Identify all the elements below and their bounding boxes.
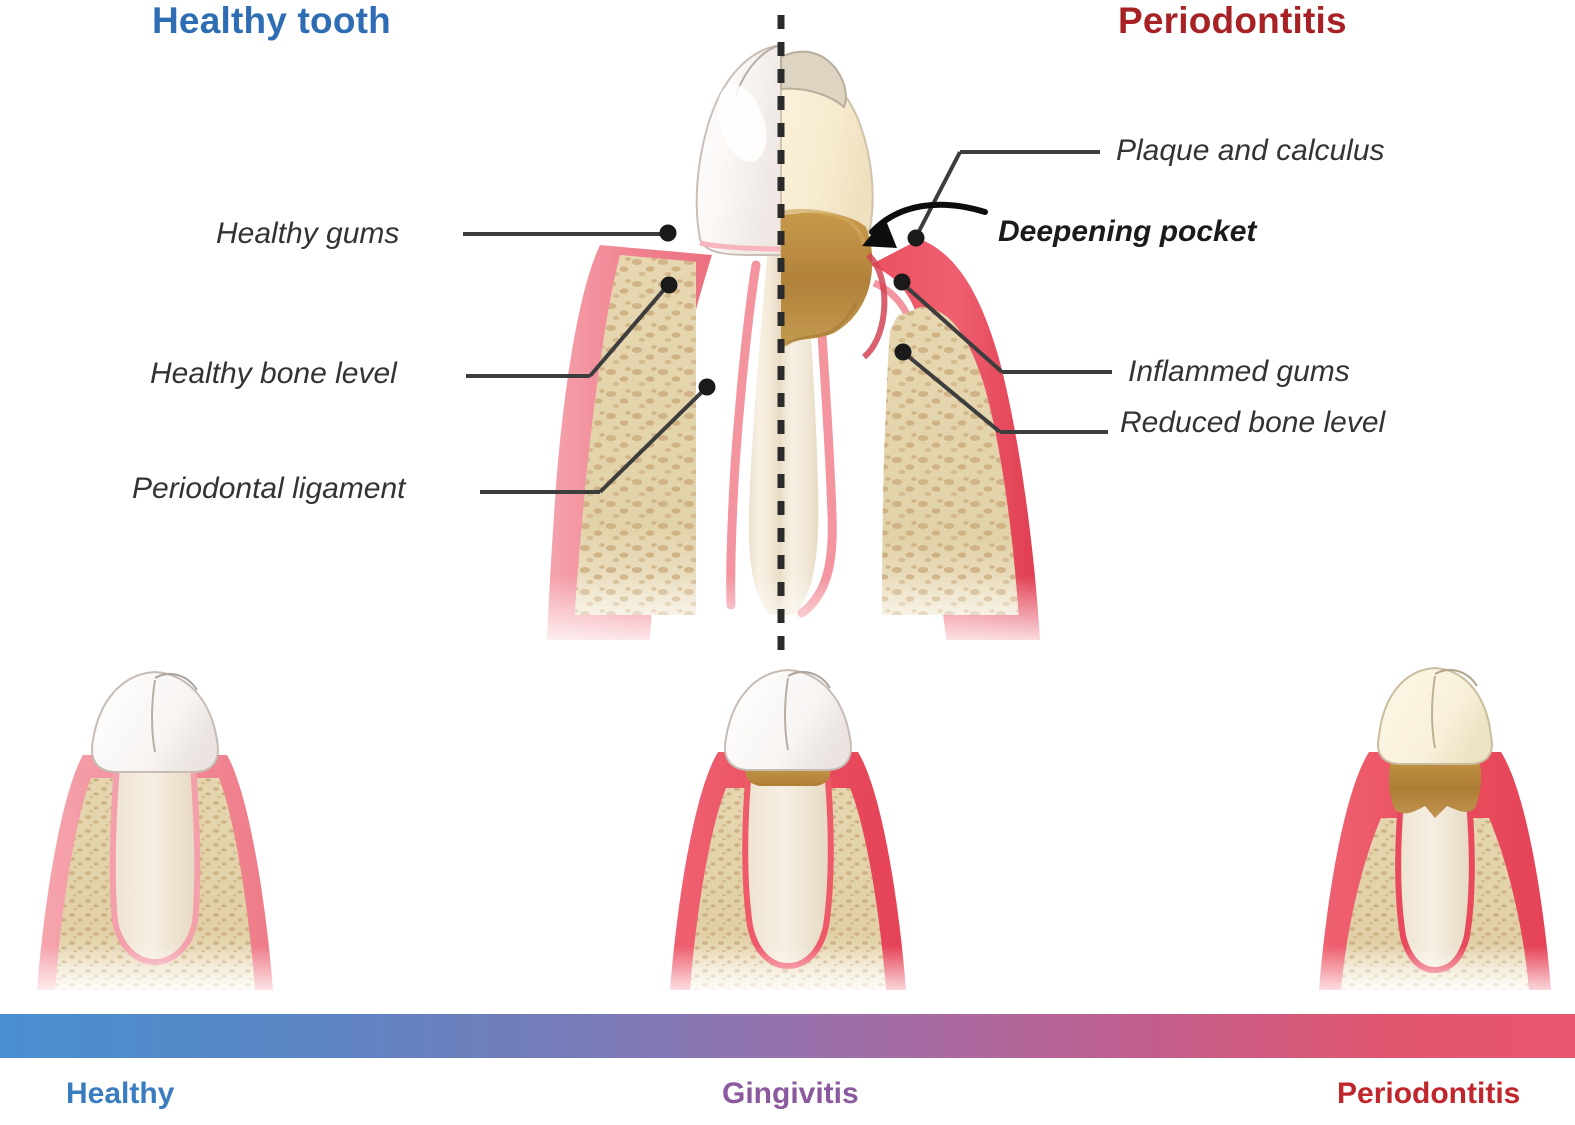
crown-cusp-diseased (780, 50, 847, 109)
periodontal-ligament (726, 260, 761, 610)
bone-fade-small (15, 946, 295, 1002)
crown-gingivitis-small (724, 668, 852, 771)
callout-reduced-bone-level: Reduced bone level (1120, 406, 1386, 439)
periodontitis-half-group (780, 50, 1040, 640)
main-tooth-cross-section (490, 15, 1070, 655)
plaque-edge (785, 302, 858, 347)
crown-fissure-periodontitis (1431, 675, 1436, 749)
enamel-highlight-left (717, 84, 767, 162)
disease-progression-gradient-bar (0, 1014, 1575, 1058)
bone-fade-gingivitis (648, 946, 928, 1002)
crown-cusp-small (154, 673, 198, 691)
deepening-pocket-void (861, 252, 888, 360)
plaque-periodontitis-small (1388, 752, 1482, 818)
stage-label-healthy: Healthy (66, 1077, 175, 1110)
heading-healthy-tooth: Healthy tooth (152, 0, 391, 41)
bone-fade-periodontitis (1295, 946, 1575, 1002)
stage-tooth-gingivitis (648, 668, 928, 1002)
stage-tooth-healthy (15, 670, 295, 1002)
root-healthy-small (109, 763, 201, 966)
callout-deepening-pocket: Deepening pocket (998, 215, 1257, 248)
gum-margin-left (699, 240, 782, 252)
heading-periodontitis: Periodontitis (1118, 0, 1347, 41)
stage-label-gingivitis: Gingivitis (722, 1077, 859, 1110)
root-gingivitis-small (742, 777, 834, 970)
crown-cusp-gingivitis (787, 671, 831, 689)
crown-fissure-gingivitis (784, 677, 789, 751)
crown-fissure-small (151, 679, 156, 753)
crown-healthy-small (91, 670, 219, 773)
healthy-half-group (547, 43, 782, 640)
plaque-highlight (780, 209, 866, 246)
stage-label-periodontitis: Periodontitis (1337, 1077, 1521, 1110)
crown-periodontitis-small (1377, 666, 1493, 765)
crown-cusp-periodontitis (1434, 669, 1478, 687)
callout-inflammed-gums: Inflammed gums (1128, 355, 1350, 388)
root-healthy (748, 247, 781, 615)
stage-tooth-periodontitis (1295, 666, 1575, 1002)
callout-healthy-bone-level: Healthy bone level (150, 357, 397, 390)
callout-healthy-gums: Healthy gums (216, 217, 400, 250)
callout-plaque-and-calculus: Plaque and calculus (1116, 134, 1385, 167)
root-periodontitis-small (1395, 797, 1475, 974)
plaque-and-calculus (781, 212, 873, 353)
callout-periodontal-ligament: Periodontal ligament (132, 472, 406, 505)
